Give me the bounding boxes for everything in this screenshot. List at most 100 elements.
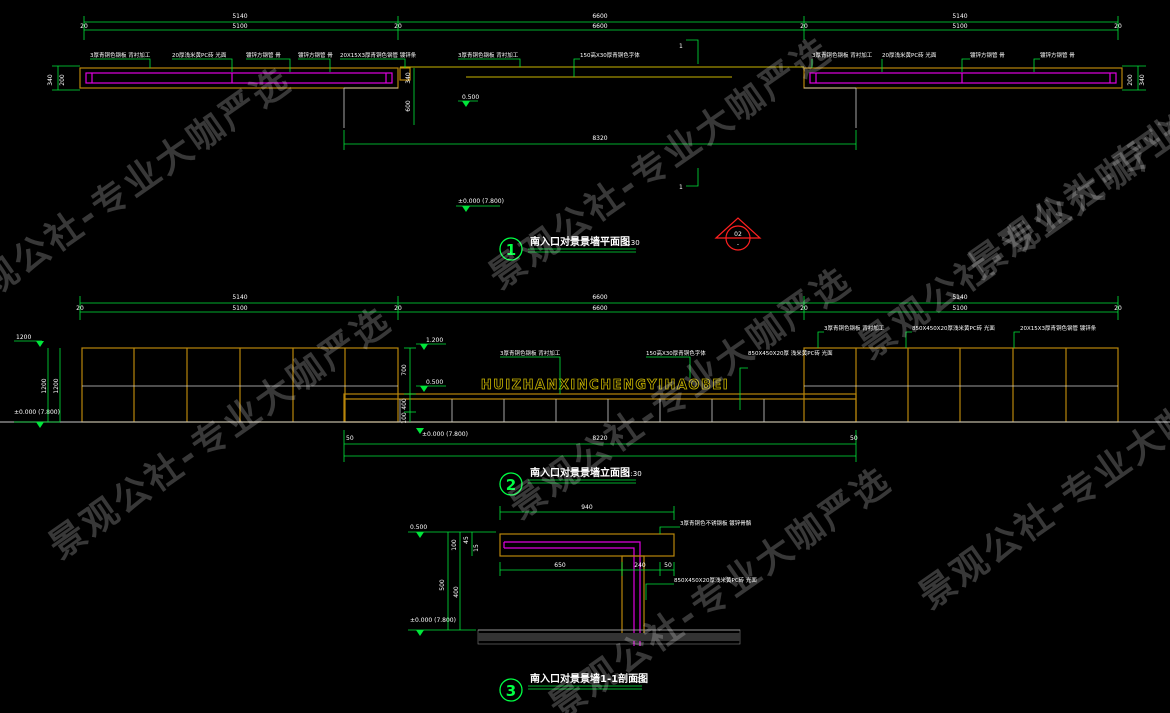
elev-right-wall [803,347,1119,423]
watermark-7: 景观公社-专业大咖严选 [912,350,1170,618]
svg-text:20: 20 [1114,305,1122,312]
plan-note-8: 3厚青铜色钢板 背衬加工 [812,51,873,59]
section-dim-top: 940 [499,504,675,520]
plan-note-10: 镀锌方钢管 骨 [970,51,1005,59]
svg-text:0.500: 0.500 [410,524,427,531]
plan-vdim-left: 340 [47,74,54,86]
svg-text:0.500: 0.500 [462,94,479,101]
svg-text:15: 15 [473,544,480,552]
svg-text:5100: 5100 [952,305,967,312]
watermark-8: 景观公社-专业大咖严选 [962,20,1170,288]
svg-text:0.500: 0.500 [426,379,443,386]
plan-vdim-right-2: 200 [1127,74,1134,86]
watermark-2: 景观公社-专业大咖严选 [42,300,400,568]
elevation-title-text: 南入口对景景墙立面图 [530,466,630,479]
svg-text:100: 100 [401,412,408,424]
plan-dim-center: 6600 [592,13,607,20]
svg-text:50: 50 [664,562,672,569]
section-left-dims: 0.500 ±0.000 (7.800) 100 45 15 500 400 [408,524,496,636]
svg-text:6600: 6600 [592,294,607,301]
svg-text:50: 50 [346,435,354,442]
elevation-view: 5140 6600 5140 20 5100 20 6600 20 5100 2… [0,294,1170,496]
section-below-dims: 650 240 50 [499,562,675,576]
plan-dim2-g: 20 [1114,23,1122,30]
section-notes: 3厚青铜色不锈钢板 镀锌骨骼 850X450X20厚浅米黄PC砖 光面 [645,519,757,600]
plan-dim2-c: 20 [394,23,402,30]
plan-vdim-340: 340 [405,72,412,84]
plan-title-text: 南入口对景景墙平面图 [530,235,630,248]
svg-text:400: 400 [401,398,408,410]
plan-note-2: 20厚浅米黄PC砖 光面 [172,51,227,59]
svg-text:100: 100 [451,539,458,551]
elevation-title: 2 南入口对景景墙立面图 1:30 [499,466,642,496]
svg-text:20: 20 [394,305,402,312]
plan-dim2-f: 5100 [952,23,967,30]
plan-center-base [343,66,857,128]
plan-vdim-right: 340 [1139,74,1146,86]
svg-text:3厚青铜色不锈钢板 镀锌骨骼: 3厚青铜色不锈钢板 镀锌骨骼 [680,519,752,527]
section-title: 3 南入口对景景墙1-1剖面图 1:10 [499,672,648,702]
plan-dim-8320: 8320 [592,135,607,142]
svg-text:940: 940 [581,504,593,511]
plan-note-1: 3厚青铜色钢板 背衬加工 [90,51,151,59]
svg-text:700: 700 [401,364,408,376]
svg-text:±0.000 (7.800): ±0.000 (7.800) [14,409,60,416]
svg-text:650: 650 [554,562,566,569]
detail-callout-02[interactable]: 02 - [714,217,762,251]
elevation-scale: 1:30 [626,470,642,478]
plan-right-wall [803,67,1123,89]
svg-text:1: 1 [679,43,683,50]
svg-text:1: 1 [679,184,683,191]
section-scale: 1:10 [630,676,646,684]
watermark-5: 景观公社-专业大咖严选 [542,460,900,713]
plan-notes: 3厚青铜色钢板 背衬加工 20厚浅米黄PC砖 光面 镀锌方钢管 骨 镀锌方钢管 … [90,51,1075,77]
svg-text:3厚青铜色钢板 背衬加工: 3厚青铜色钢板 背衬加工 [824,324,885,332]
svg-text:500: 500 [439,579,446,591]
watermark-1: 景观公社-专业大咖严选 [0,60,299,328]
plan-note-3: 镀锌方钢管 骨 [246,51,281,59]
svg-text:400: 400 [453,586,460,598]
elev-left-dims: 1200 ±0.000 (7.800) 1200 1200 [14,334,61,428]
svg-text:20: 20 [800,305,808,312]
svg-text:02: 02 [734,231,742,238]
section-title-text: 南入口对景景墙1-1剖面图 [530,672,648,685]
svg-text:20X15X3厚青铜色钢管 镀锌条: 20X15X3厚青铜色钢管 镀锌条 [1020,324,1097,332]
svg-text:6600: 6600 [592,305,607,312]
elev-notes: 3厚青铜色钢板 背衬加工 150高X30厚青铜色字体 850X450X20厚 浅… [500,324,1097,410]
plan-dimension-top: 5140 6600 5140 20 5100 20 6600 20 5100 2… [80,13,1122,40]
svg-text:5100: 5100 [232,305,247,312]
plan-note-9: 20厚浅米黄PC砖 光面 [882,51,937,59]
plan-note-4: 镀锌方钢管 骨 [298,51,333,59]
section-cut-marks: 1 1 [679,39,699,191]
svg-text:5140: 5140 [232,294,247,301]
svg-text:8220: 8220 [592,435,607,442]
svg-text:45: 45 [463,536,470,544]
svg-text:850X450X20厚浅米黄PC砖 光面: 850X450X20厚浅米黄PC砖 光面 [912,324,995,332]
svg-text:850X450X20厚 浅米黄PC砖 光面: 850X450X20厚 浅米黄PC砖 光面 [748,349,833,357]
plan-note-5: 20X15X3厚青铜色钢管 镀锌条 [340,51,417,59]
svg-text:1200: 1200 [41,378,48,393]
svg-text:240: 240 [634,562,646,569]
elev-signage-text: HUIZHANXINCHENGYIHAOBEI [481,378,729,393]
svg-text:-: - [737,241,739,248]
svg-text:3厚青铜色钢板 背衬加工: 3厚青铜色钢板 背衬加工 [500,349,561,357]
plan-dim2-b: 5100 [232,23,247,30]
svg-text:150高X30厚青铜色字体: 150高X30厚青铜色字体 [646,349,706,357]
section-view: 940 0.500 ±0.000 (7.800) 100 [408,504,757,702]
svg-text:20: 20 [76,305,84,312]
elev-dimension-top: 5140 6600 5140 20 5100 20 6600 20 5100 2… [76,294,1122,320]
plan-view: 5140 6600 5140 20 5100 20 6600 20 5100 2… [47,13,1146,261]
watermark-layer: 景观公社-专业大咖严选 景观公社-专业大咖严选 景观公社-专业大咖严选 景观公社… [0,20,1170,713]
svg-text:±0.000 (7.800): ±0.000 (7.800) [422,431,468,438]
section-slab [499,533,675,646]
elev-bottom-dims: 50 8220 50 [343,430,858,462]
plan-level-500: 0.500 [458,94,479,107]
plan-note-7: 150高X30厚青铜色字体 [580,51,640,59]
plan-dim-left: 5140 [232,13,247,20]
plan-dim-right: 5140 [952,13,967,20]
plan-left-wall [79,67,411,89]
section-ground [477,629,741,645]
plan-dim2-d: 6600 [592,23,607,30]
svg-text:1200: 1200 [53,378,60,393]
plan-dimension-bottom: 8320 [343,130,857,150]
